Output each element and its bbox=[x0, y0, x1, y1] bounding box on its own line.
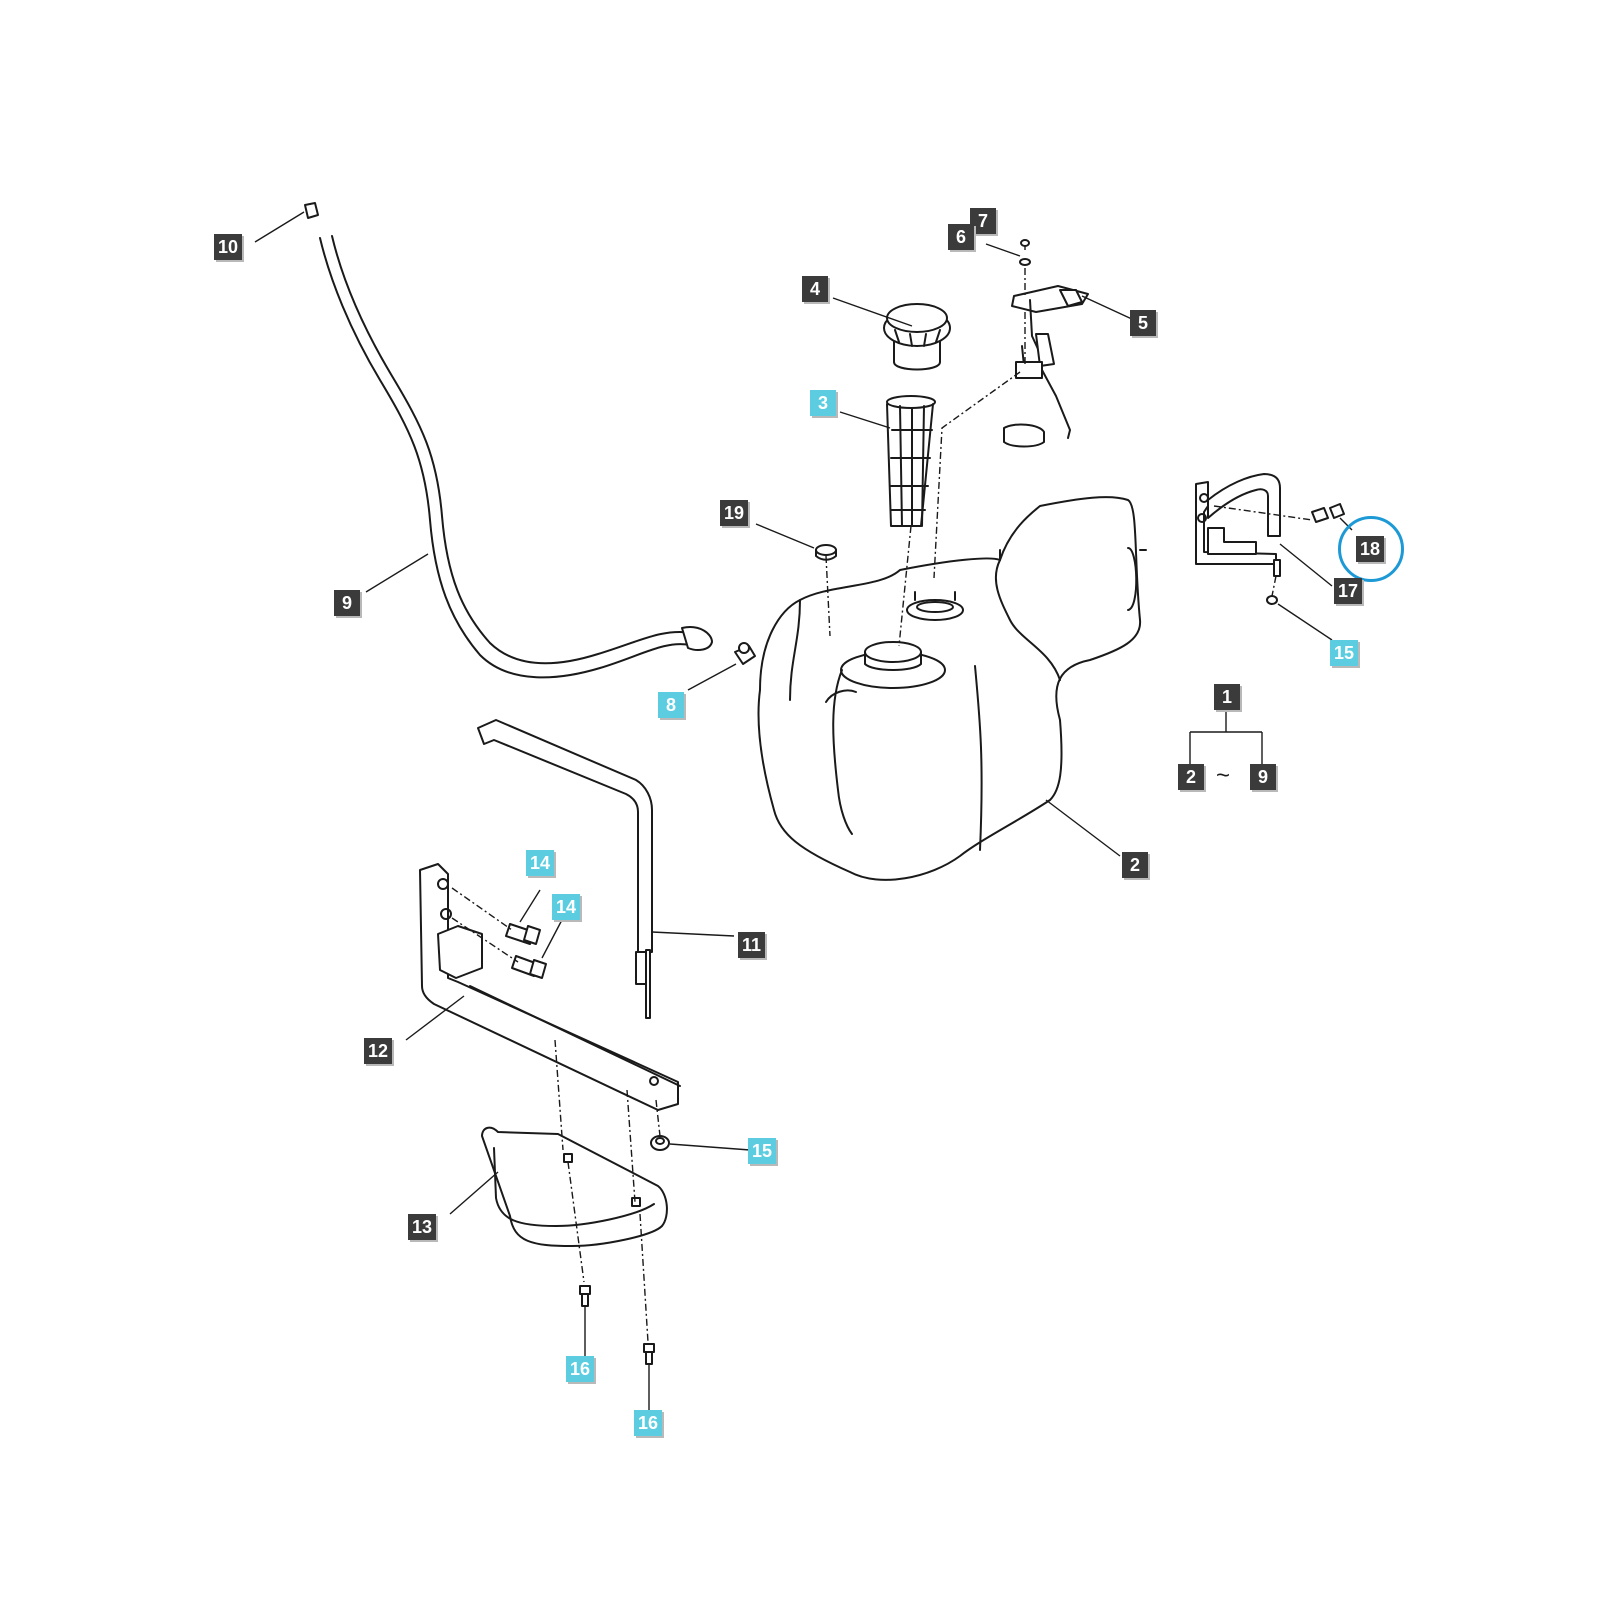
callout-5[interactable]: 5 bbox=[1130, 310, 1156, 336]
part-4-fuel-cap[interactable] bbox=[883, 303, 951, 371]
part-12-bracket-arm[interactable] bbox=[419, 863, 681, 1111]
part-16-screw-left[interactable] bbox=[579, 1285, 591, 1307]
part-11-strap[interactable] bbox=[477, 719, 653, 1019]
part-18-bolts[interactable] bbox=[1311, 503, 1345, 523]
callout-12[interactable]: 12 bbox=[364, 1038, 393, 1064]
leader-lines bbox=[254, 211, 1353, 1412]
highlight-ring-18 bbox=[1338, 516, 1404, 582]
part-14-bolt-lower[interactable] bbox=[511, 955, 547, 979]
part-17-bracket[interactable] bbox=[1195, 473, 1281, 577]
callout-6[interactable]: 6 bbox=[948, 224, 974, 250]
part-5-fuel-sender[interactable] bbox=[1003, 285, 1089, 448]
part-15-nut-upper[interactable] bbox=[1266, 595, 1278, 605]
callout-17[interactable]: 17 bbox=[1334, 578, 1363, 604]
callout-15-upper[interactable]: 15 bbox=[1330, 640, 1359, 666]
range-tilde: ~ bbox=[1216, 762, 1231, 789]
callout-11[interactable]: 11 bbox=[738, 932, 766, 958]
callout-14-upper[interactable]: 14 bbox=[526, 850, 555, 876]
part-13-cover-plate[interactable] bbox=[481, 1126, 668, 1247]
callout-3[interactable]: 3 bbox=[810, 390, 836, 416]
part-3-filter-strainer[interactable] bbox=[886, 395, 936, 527]
callout-4[interactable]: 4 bbox=[802, 276, 828, 302]
callout-10[interactable]: 10 bbox=[214, 234, 243, 260]
callout-2-range[interactable]: 2 bbox=[1178, 764, 1204, 790]
part-8-clamp[interactable] bbox=[734, 642, 756, 665]
part-16-screw-right[interactable] bbox=[643, 1343, 655, 1365]
part-7-screw[interactable] bbox=[1020, 239, 1030, 247]
callout-7[interactable]: 7 bbox=[970, 208, 996, 234]
callout-16-left[interactable]: 16 bbox=[566, 1356, 595, 1382]
assembly-lines bbox=[451, 246, 1313, 1343]
part-9-fuel-hose[interactable] bbox=[319, 235, 713, 679]
callout-15-lower[interactable]: 15 bbox=[748, 1138, 777, 1164]
callout-9-range[interactable]: 9 bbox=[1250, 764, 1276, 790]
callout-13[interactable]: 13 bbox=[408, 1214, 437, 1240]
callout-16-right[interactable]: 16 bbox=[634, 1410, 663, 1436]
callout-2[interactable]: 2 bbox=[1122, 852, 1148, 878]
part-6-washer[interactable] bbox=[1019, 258, 1031, 266]
callout-14-lower[interactable]: 14 bbox=[552, 894, 581, 920]
part-2-fuel-tank[interactable] bbox=[757, 496, 1147, 881]
part-14-bolt-upper[interactable] bbox=[505, 923, 541, 945]
part-15-nut-lower[interactable] bbox=[650, 1135, 670, 1151]
callout-19[interactable]: 19 bbox=[720, 500, 749, 526]
callout-1[interactable]: 1 bbox=[1214, 684, 1240, 710]
part-10-hose-cap[interactable] bbox=[304, 202, 319, 219]
callout-9[interactable]: 9 bbox=[334, 590, 360, 616]
callout-8[interactable]: 8 bbox=[658, 692, 684, 718]
